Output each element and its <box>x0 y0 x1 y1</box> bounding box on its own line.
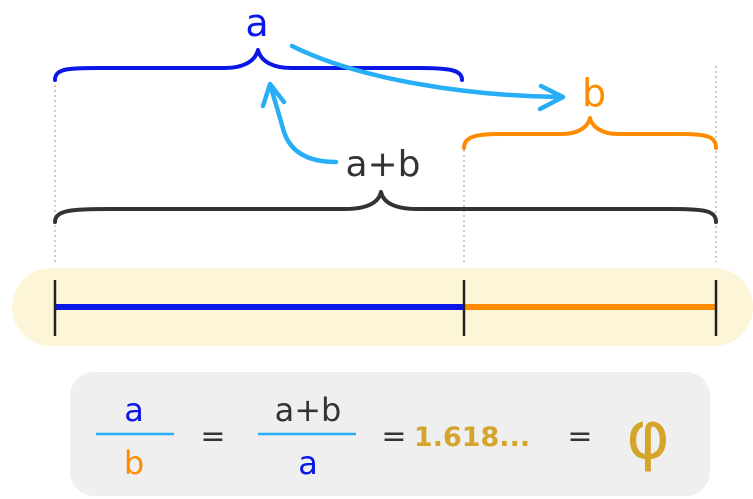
label-a: a <box>245 1 268 45</box>
phi-symbol: φ <box>626 397 670 474</box>
brace-a-plus-b <box>53 190 718 224</box>
equation-box <box>70 372 710 496</box>
brace-b <box>462 116 718 150</box>
frac1-denominator: b <box>124 444 144 482</box>
label-b: b <box>582 71 606 115</box>
brace-a <box>53 48 464 82</box>
arrow-total-to-a <box>268 85 339 165</box>
frac2-denominator: a <box>298 444 318 482</box>
golden-ratio-value: 1.618... <box>414 422 530 453</box>
arrow-a-to-b-head <box>537 83 566 112</box>
equals-sign-1: = <box>200 419 225 454</box>
frac2-numerator: a+b <box>275 391 342 429</box>
arrow-a-to-b <box>289 43 563 100</box>
label-a-plus-b: a+b <box>345 144 420 185</box>
frac1-numerator: a <box>124 391 144 429</box>
equals-sign-3: = <box>567 419 592 454</box>
arrow-total-to-a-head <box>260 81 287 109</box>
equals-sign-2: = <box>381 419 406 454</box>
